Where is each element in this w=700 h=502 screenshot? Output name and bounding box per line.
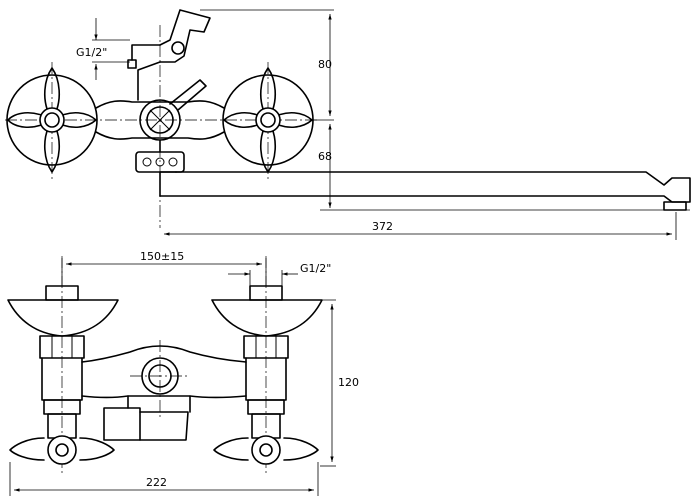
left-valve-front [7,285,119,465]
label-center-spacing: 150±15 [140,250,184,263]
dim-body-height: 120 [290,299,359,467]
label-spout-drop: 68 [318,150,332,163]
front-view: 150±15 G1/2" 120 222 [7,250,359,496]
dim-height-top: 80 [200,9,334,121]
label-thread-top: G1/2" [76,46,107,59]
shower-holder [127,9,211,101]
top-view: G1/2" 80 68 372 [5,9,691,240]
dim-spout-length: 372 [164,212,677,240]
dim-center-spacing: 150±15 [61,250,267,286]
right-valve-front [211,285,323,465]
label-overall-width: 222 [146,476,167,489]
dim-spout-drop: 68 [318,124,690,211]
label-height-top: 80 [318,58,332,71]
faucet-body-top [95,79,225,141]
label-thread-bottom: G1/2" [300,262,331,275]
faucet-body-front [81,345,247,441]
dim-thread-bottom: G1/2" [228,262,331,286]
left-handle-top [6,67,98,173]
label-spout-length: 372 [372,220,393,233]
label-body-height: 120 [338,376,359,389]
dim-thread-top: G1/2" [76,18,130,80]
dim-overall-width: 222 [9,462,319,496]
spout [159,171,691,211]
